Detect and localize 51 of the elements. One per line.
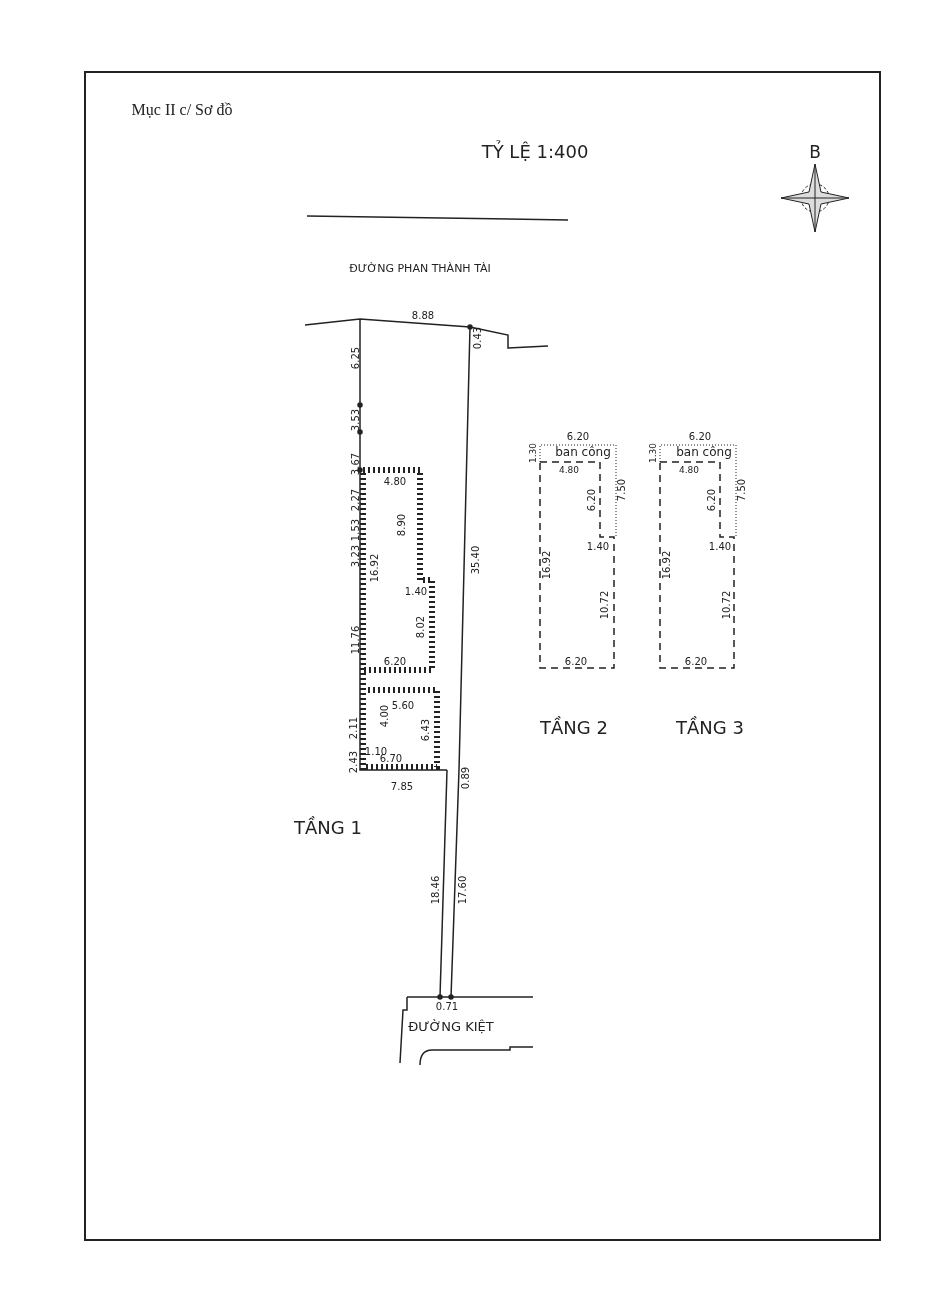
balcony-label: ban công xyxy=(555,446,611,458)
dimension-label: 2.27 xyxy=(351,488,361,512)
dimension-label: 3.67 xyxy=(351,452,361,476)
dimension-label: 7.85 xyxy=(390,782,414,792)
dimension-label: 5.60 xyxy=(391,701,415,711)
dimension-label: 6.25 xyxy=(351,346,361,370)
dimension-label: 35.40 xyxy=(471,545,481,575)
dimension-label: 6.20 xyxy=(684,657,708,667)
dimension-label: 7.50 xyxy=(617,478,627,502)
north-letter: B xyxy=(809,143,821,161)
dimension-label: 7.50 xyxy=(737,478,747,502)
dimension-label: 2.11 xyxy=(349,716,359,740)
dimension-label: 3.53 xyxy=(351,408,361,432)
dimension-label: 4.80 xyxy=(679,465,699,475)
dimension-label: 16.92 xyxy=(542,550,552,580)
dimension-label: 8.88 xyxy=(411,311,435,321)
dimension-label: 1.30 xyxy=(528,443,538,463)
dimension-label: 4.80 xyxy=(383,477,407,487)
dimension-label: 17.60 xyxy=(458,875,468,905)
dimension-label: 1.53 xyxy=(351,518,361,542)
dimension-label: 1.40 xyxy=(586,542,610,552)
dimension-label: 4.80 xyxy=(559,465,579,475)
dimension-label: 3.23 xyxy=(351,544,361,568)
dimension-label: 10.72 xyxy=(600,590,610,620)
dimension-label: 1.40 xyxy=(404,587,428,597)
page-heading: Mục II c/ Sơ đồ xyxy=(131,102,233,118)
dimension-label: 18.46 xyxy=(431,875,441,905)
dimension-label: 0.43 xyxy=(473,326,483,350)
dimension-label: 6.20 xyxy=(566,432,590,442)
dimension-label: 6.70 xyxy=(379,754,403,764)
dimension-label: 6.20 xyxy=(707,488,717,512)
dimension-label: 10.72 xyxy=(722,590,732,620)
dimension-label: 6.43 xyxy=(421,718,431,742)
dimension-label: 2.43 xyxy=(349,750,359,774)
dimension-label: 0.89 xyxy=(461,766,471,790)
dimension-label: 8.02 xyxy=(416,615,426,639)
dimension-label: 6.20 xyxy=(688,432,712,442)
dimension-label: 6.20 xyxy=(587,488,597,512)
dimension-label: 1.30 xyxy=(648,443,658,463)
dimension-label: 16.92 xyxy=(370,553,380,583)
dimension-label: 6.20 xyxy=(383,657,407,667)
dimension-label: 0.71 xyxy=(435,1002,459,1012)
dimension-label: 11.76 xyxy=(351,625,361,655)
street-name: ĐƯỜNG PHAN THÀNH TÀI xyxy=(349,262,491,274)
dimension-label: 8.90 xyxy=(397,513,407,537)
dimension-label: 4.00 xyxy=(380,704,390,728)
dimension-label: 1.40 xyxy=(708,542,732,552)
balcony-label: ban công xyxy=(676,446,732,458)
street-name: ĐƯỜNG KIỆT xyxy=(408,1019,494,1033)
dimension-label: 6.20 xyxy=(564,657,588,667)
dimension-label: 16.92 xyxy=(662,550,672,580)
